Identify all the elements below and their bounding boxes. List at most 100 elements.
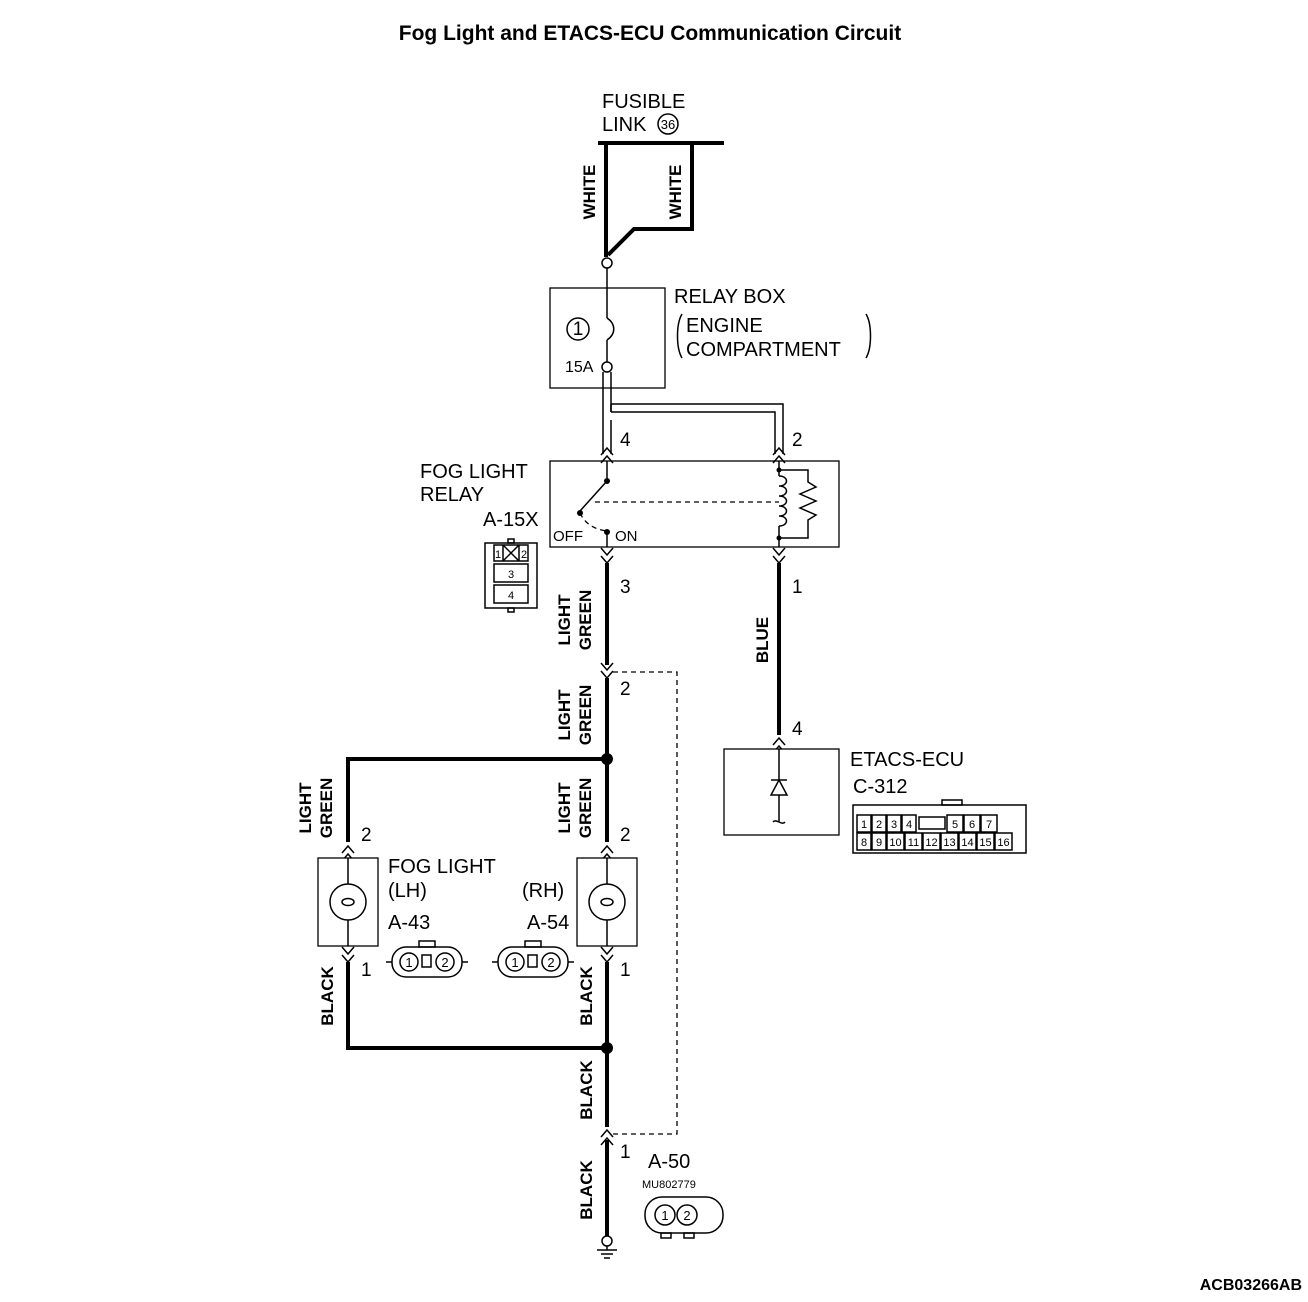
pin-lh-2: 2 [361, 825, 372, 846]
wire-label-blue: BLUE [753, 617, 772, 663]
c312-pin-cell [940, 832, 959, 851]
c312-pin: 7 [986, 819, 992, 831]
fusible-link-label-1: FUSIBLE [602, 91, 685, 113]
etacs-ecu-outline [723, 748, 840, 836]
pin-relay-2: 2 [792, 430, 803, 451]
wire-label-black-lh: BLACK [318, 966, 337, 1026]
c312-pin: 3 [891, 819, 897, 831]
c312-pin: 15 [979, 837, 991, 849]
wire-label-white-left: WHITE [580, 165, 599, 220]
pin-ground-1: 1 [620, 1142, 631, 1163]
wire-label-green-1: GREEN [576, 590, 595, 650]
pin-etacs-4: 4 [792, 719, 803, 740]
c312-pin-cell [976, 832, 995, 851]
svg-text:1: 1 [495, 549, 501, 561]
c312-pin: 12 [925, 837, 937, 849]
c312-pin: 8 [861, 837, 867, 849]
connector-a43: 1 2 [386, 940, 468, 978]
white-wire-right [606, 143, 694, 257]
fuse-number: 1 [573, 319, 584, 340]
svg-text:2: 2 [683, 1208, 690, 1223]
c312-pin-cell [901, 814, 917, 833]
pin-rh-1: 1 [620, 960, 631, 981]
ground-icon [597, 1235, 617, 1259]
wire-label-black-rh: BLACK [577, 966, 596, 1026]
c312-pin-cell [904, 832, 923, 851]
connector-set-dashed-link [613, 671, 678, 1135]
c312-key-slot [918, 816, 946, 830]
connector-a50-part: MU802779 [642, 1179, 696, 1191]
wire-label-green-2: GREEN [576, 685, 595, 745]
relay-box-label: RELAY BOX [674, 286, 786, 308]
fog-relay-label-2: RELAY [420, 484, 484, 506]
wire-label-light-lh: LIGHT [296, 782, 315, 834]
svg-text:1: 1 [661, 1208, 668, 1223]
figure-code: ACB03266AB [1200, 1277, 1302, 1294]
wire-label-green-rh: GREEN [576, 778, 595, 838]
connector-a43-label: A-43 [388, 912, 430, 934]
connector-a50-label: A-50 [648, 1151, 690, 1173]
pin-relay-4: 4 [620, 430, 631, 451]
relay-on-label: ON [615, 528, 638, 545]
etacs-label: ETACS-ECU [850, 749, 964, 771]
fog-light-rh: 2 1 [576, 825, 638, 981]
c312-pin: 1 [861, 819, 867, 831]
connector-a50: A-50 MU802779 1 2 [642, 1151, 724, 1239]
c312-pin: 5 [952, 819, 958, 831]
c312-pin-cell [856, 832, 872, 851]
fusible-link-terminal [601, 257, 613, 269]
c312-pin: 11 [908, 837, 919, 849]
c312-pin-cell [922, 832, 941, 851]
pin-lh-1: 1 [361, 960, 372, 981]
relay-box-sub-1: ENGINE [686, 315, 763, 337]
c312-pin-cell [946, 814, 964, 833]
pin-rh-2: 2 [620, 825, 631, 846]
relay-off-label: OFF [553, 528, 583, 545]
black-wire-lh [346, 962, 607, 1050]
svg-text:4: 4 [508, 590, 514, 602]
svg-text:2: 2 [547, 955, 554, 970]
c312-pin: 4 [906, 819, 912, 831]
fog-light-lh: 2 1 [317, 825, 379, 981]
wire-label-green-lh: GREEN [317, 778, 336, 838]
relay-resistor-icon [779, 469, 818, 539]
c312-pin-cell [871, 814, 887, 833]
pin-splice-2: 2 [620, 679, 631, 700]
fog-relay-label-1: FOG LIGHT [420, 461, 528, 483]
fog-light-relay: FOG LIGHT RELAY OFF ON [420, 447, 840, 564]
wire-label-black-ground: BLACK [577, 1160, 596, 1220]
c312-pin-cell [856, 814, 872, 833]
connector-a15x: A-15X 1 2 3 4 [483, 509, 539, 613]
relay-coil-icon [778, 475, 788, 527]
etacs-ecu: ETACS-ECU C-312 [723, 737, 964, 836]
etacs-connector-label: C-312 [853, 776, 907, 798]
svg-text:2: 2 [521, 549, 527, 561]
pin-relay-3: 3 [620, 577, 631, 598]
relay-switch-contact [579, 480, 608, 512]
svg-text:3: 3 [508, 569, 514, 581]
c312-pin: 13 [943, 837, 955, 849]
c312-pin: 9 [876, 837, 882, 849]
c312-pin-cell [958, 832, 977, 851]
fog-relay-outline [549, 460, 840, 548]
fusible-link-number: 36 [661, 117, 675, 132]
c312-pin-cell [886, 814, 902, 833]
fusible-link-label-2: LINK [602, 114, 647, 136]
c312-pin: 16 [997, 837, 1009, 849]
wire-label-light-2: LIGHT [555, 689, 574, 741]
relay-box-sub-2: COMPARTMENT [686, 339, 841, 361]
c312-pin-cell [994, 832, 1013, 851]
c312-pin-cell [980, 814, 998, 833]
relay-box: 1 15A RELAY BOX ENGINE COMPARTMENT [549, 268, 872, 389]
fuse-rating: 15A [565, 359, 594, 376]
c312-pin-cell [871, 832, 887, 851]
c312-pin: 6 [969, 819, 975, 831]
connector-a54: 1 2 [492, 940, 574, 978]
c312-pin: 10 [889, 837, 901, 849]
fog-light-label: FOG LIGHT [388, 856, 496, 878]
c312-pin-cell [886, 832, 905, 851]
c312-pin-cell [963, 814, 981, 833]
connector-a54-label: A-54 [527, 912, 569, 934]
